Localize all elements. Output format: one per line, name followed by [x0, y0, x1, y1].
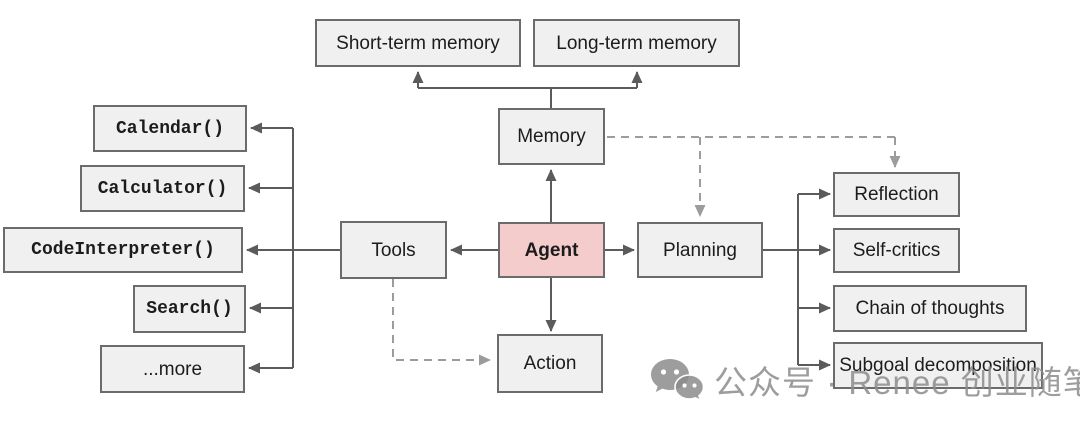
node-calendar: Calendar() [93, 105, 247, 152]
node-short-term-memory: Short-term memory [315, 19, 521, 67]
node-agent: Agent [498, 222, 605, 278]
node-more: ...more [100, 345, 245, 393]
node-search: Search() [133, 285, 246, 333]
node-tools: Tools [340, 221, 447, 279]
node-self-critics: Self-critics [833, 228, 960, 273]
node-code-interpreter: CodeInterpreter() [3, 227, 243, 273]
node-planning: Planning [637, 222, 763, 278]
node-calculator: Calculator() [80, 165, 245, 212]
node-subgoal-decomposition: Subgoal decomposition [833, 342, 1043, 389]
node-memory: Memory [498, 108, 605, 165]
node-long-term-memory: Long-term memory [533, 19, 740, 67]
node-chain-of-thoughts: Chain of thoughts [833, 285, 1027, 332]
node-reflection: Reflection [833, 172, 960, 217]
node-action: Action [497, 334, 603, 393]
